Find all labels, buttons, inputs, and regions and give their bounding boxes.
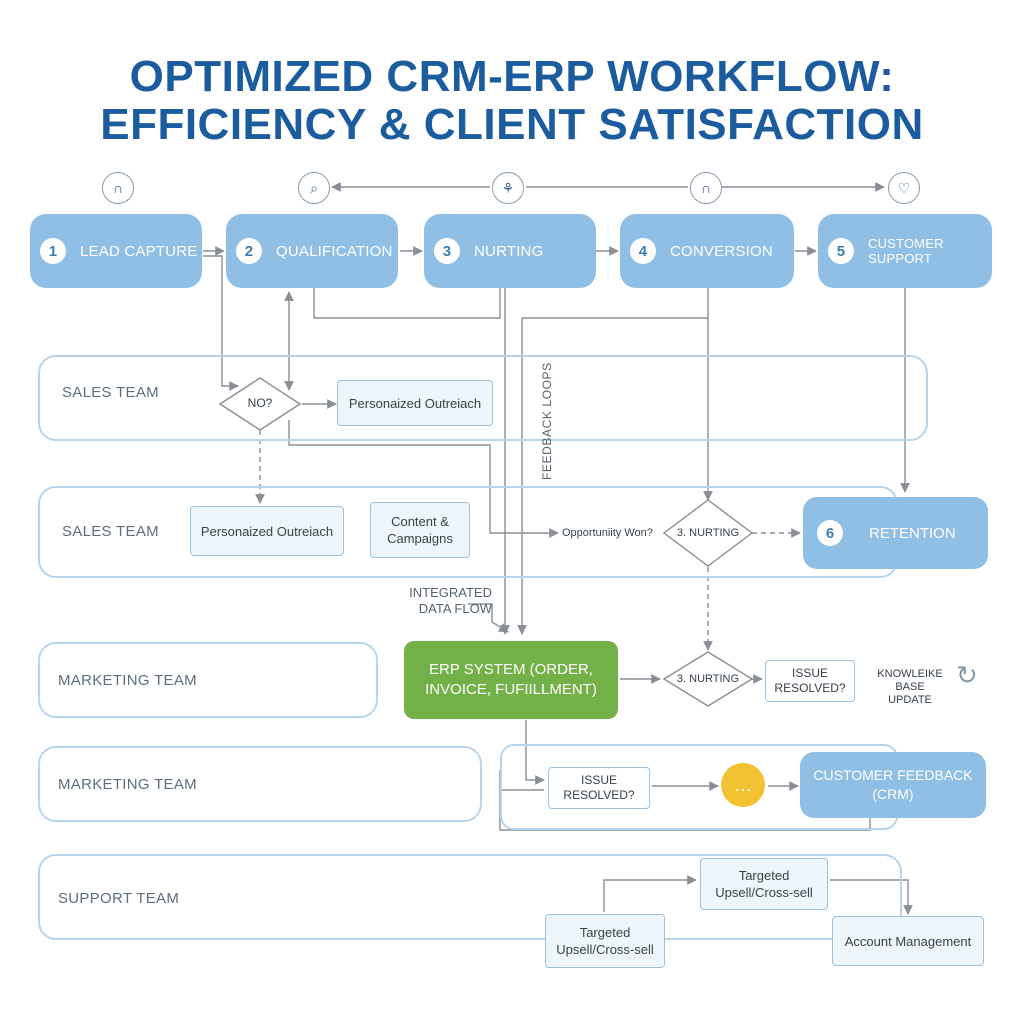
- stage-number: 1: [40, 238, 66, 264]
- lane-label: MARKETING TEAM: [58, 672, 197, 689]
- no-decision-label: NO?: [247, 396, 273, 410]
- sprout-icon: ⚘: [492, 172, 524, 204]
- erp-label-line-2: INVOICE, FUFIILLMENT): [425, 681, 597, 698]
- headset-icon: ∩: [690, 172, 722, 204]
- no-decision-diamond: [218, 377, 302, 431]
- stage-number: 3: [434, 238, 460, 264]
- stage-number: 5: [828, 238, 854, 264]
- nurting-decision-label-1: 3. NURTING: [676, 527, 740, 539]
- lane-marketing-1: [38, 642, 378, 718]
- lane-marketing-2: [38, 746, 482, 822]
- box-label-line-1: ISSUE: [791, 666, 828, 680]
- box-label: Personaized Outreiach: [348, 395, 482, 411]
- box-label-line-2: Upsell/Cross-sell: [715, 885, 813, 900]
- personalized-outreach-box-2[interactable]: Personaized Outreiach: [190, 506, 344, 556]
- erp-system-box[interactable]: ERP SYSTEM (ORDER, INVOICE, FUFIILLMENT): [404, 641, 618, 719]
- nurting-decision-diamond-1: [662, 499, 754, 567]
- chat-bubble-icon: …: [721, 763, 765, 807]
- page-title-line-1: OPTIMIZED CRM-ERP WORKFLOW:: [129, 52, 895, 101]
- feedback-label-line-1: CUSTOMER FEEDBACK: [813, 767, 973, 783]
- box-label-line-1: Targeted: [738, 868, 790, 883]
- magnet-icon: ∩: [102, 172, 134, 204]
- feedback-label-line-2: (CRM): [872, 786, 914, 802]
- retention-stage[interactable]: 6 RETENTION: [803, 497, 988, 569]
- stage-label: RETENTION: [869, 524, 956, 542]
- stage-customer-support[interactable]: 5 CUSTOMER SUPPORT: [818, 214, 992, 288]
- kb-label-line-1: KNOWLEIKE BASE: [877, 668, 943, 693]
- lane-label: SALES TEAM: [62, 384, 159, 401]
- magnifier-icon: ⌕: [298, 172, 330, 204]
- nurting-decision-diamond-2: [662, 651, 754, 707]
- opportunity-won-label: Opportuniity Won?: [562, 527, 653, 539]
- flow-label-line-1: INTEGRATED: [409, 585, 492, 600]
- box-label: Personaized Outreiach: [200, 523, 334, 539]
- box-label-line-1: Targeted: [579, 925, 631, 940]
- refresh-cycle-icon: ↻: [956, 660, 978, 690]
- content-campaigns-box[interactable]: Content & Campaigns: [370, 502, 470, 558]
- box-label-line-2: RESOLVED?: [563, 788, 635, 802]
- box-label-line-2: RESOLVED?: [774, 681, 846, 695]
- stage-label: QUALIFICATION: [276, 242, 393, 260]
- shield-heart-icon: ♡: [888, 172, 920, 204]
- box-label-line-2: Upsell/Cross-sell: [556, 942, 654, 957]
- lane-sales-1: [38, 355, 928, 441]
- erp-label-line-1: ERP SYSTEM (ORDER,: [429, 661, 593, 678]
- stage-label: CUSTOMER SUPPORT: [868, 236, 944, 266]
- targeted-upsell-box-2[interactable]: Targeted Upsell/Cross-sell: [545, 914, 665, 968]
- stage-number: 2: [236, 238, 262, 264]
- lane-label: MARKETING TEAM: [58, 776, 197, 793]
- stage-lead-capture[interactable]: 1 LEAD CAPTURE: [30, 214, 202, 288]
- account-management-box[interactable]: Account Management: [832, 916, 984, 966]
- issue-resolved-box-2[interactable]: ISSUE RESOLVED?: [548, 767, 650, 809]
- kb-label-line-2: UPDATE: [888, 694, 932, 706]
- page-title-line-2: EFFICIENCY & CLIENT SATISFACTION: [100, 100, 924, 149]
- lane-label: SALES TEAM: [62, 523, 159, 540]
- lane-label: SUPPORT TEAM: [58, 890, 180, 907]
- stage-qualification[interactable]: 2 QUALIFICATION: [226, 214, 398, 288]
- stage-conversion[interactable]: 4 CONVERSION: [620, 214, 794, 288]
- stage-label: CONVERSION: [670, 242, 773, 260]
- knowledge-base-label: KNOWLEIKE BASE UPDATE: [862, 668, 958, 707]
- stage-number: 6: [817, 520, 843, 546]
- integrated-data-flow-label: INTEGRATED DATA FLOW: [396, 585, 492, 617]
- issue-resolved-box-1[interactable]: ISSUE RESOLVED?: [765, 660, 855, 702]
- stage-label: NURTING: [474, 242, 544, 260]
- lane-support: [38, 854, 902, 940]
- stage-label: LEAD CAPTURE: [80, 242, 198, 260]
- customer-feedback-box[interactable]: CUSTOMER FEEDBACK (CRM): [800, 752, 986, 818]
- stage-nurting[interactable]: 3 NURTING: [424, 214, 596, 288]
- flow-label-line-2: DATA FLOW: [418, 601, 492, 616]
- box-label: Account Management: [844, 933, 972, 949]
- targeted-upsell-box-1[interactable]: Targeted Upsell/Cross-sell: [700, 858, 828, 910]
- nurting-decision-label-2: 3. NURTING: [676, 673, 740, 685]
- box-label-line-1: Content &: [391, 514, 449, 529]
- personalized-outreach-box-1[interactable]: Personaized Outreiach: [337, 380, 493, 426]
- box-label-line-1: ISSUE: [580, 773, 617, 787]
- box-label-line-2: Campaigns: [387, 531, 453, 546]
- feedback-loops-label: FEEDBACK LOOPS: [540, 362, 554, 480]
- stage-number: 4: [630, 238, 656, 264]
